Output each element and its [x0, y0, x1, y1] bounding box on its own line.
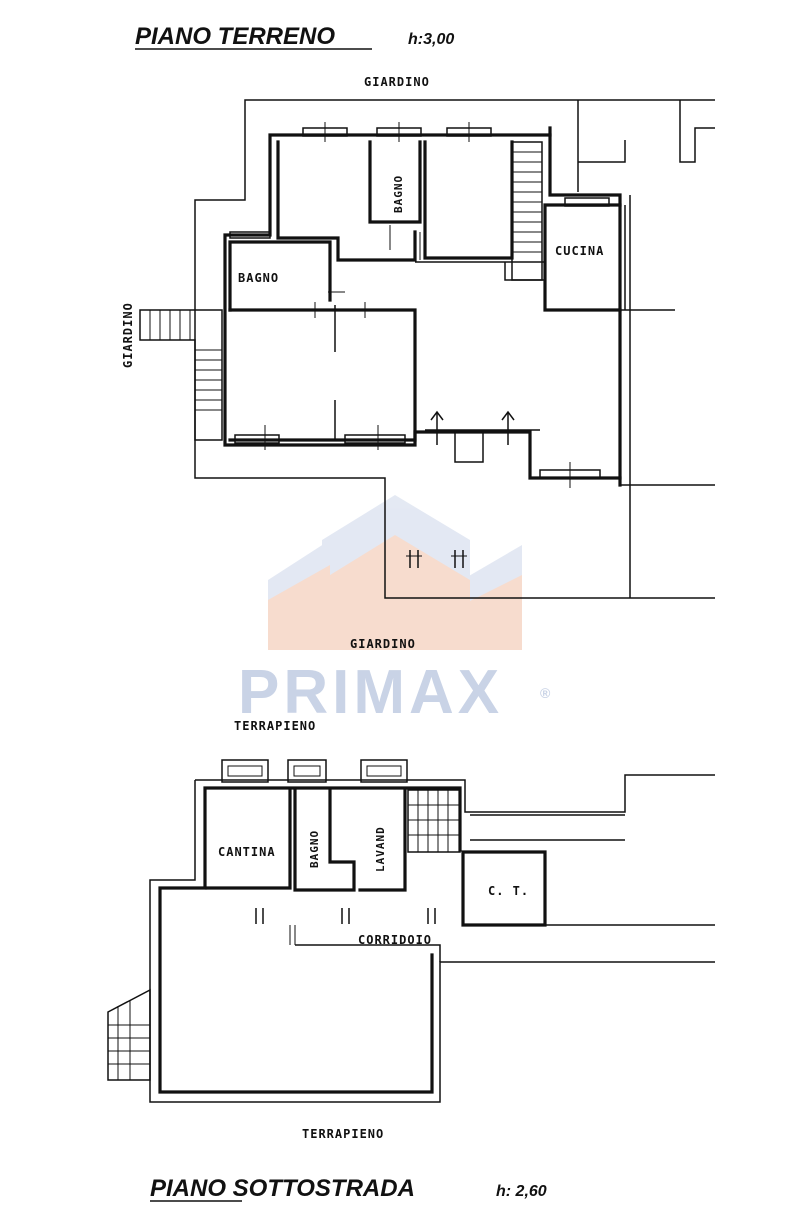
ground-floor-neighbor-walls — [577, 100, 715, 598]
room-bedroom-2 — [423, 140, 514, 260]
ground-floor-stairs-right — [511, 141, 543, 281]
watermark-brand: PRIMAX — [238, 658, 503, 727]
watermark-registered-mark: ® — [540, 685, 554, 701]
ground-floor-plan — [139, 99, 715, 599]
label-laundry: LAVAND — [374, 826, 387, 872]
label-garden-top: GIARDINO — [364, 75, 430, 89]
ground-floor-title: PIANO TERRENO — [135, 23, 335, 50]
ground-floor-stairs-left — [139, 309, 223, 441]
ground-floor-outer-wall — [223, 126, 622, 487]
label-garden-left: GIARDINO — [121, 302, 135, 368]
label-boiler-room: C. T. — [488, 884, 529, 898]
room-bedroom-1 — [276, 140, 422, 262]
label-embankment-bottom: TERRAPIENO — [302, 1127, 384, 1141]
basement-height: h: 2,60 — [496, 1183, 547, 1200]
basement-corridor-walls — [295, 814, 715, 962]
ground-floor-door-marks — [314, 225, 421, 440]
ground-floor-height: h:3,00 — [408, 31, 454, 48]
label-bath-basement: BAGNO — [308, 830, 321, 868]
label-kitchen: CUCINA — [555, 244, 604, 258]
room-laundry — [358, 788, 407, 892]
label-corridor: CORRIDOIO — [358, 933, 432, 947]
basement-stairs-left — [107, 988, 151, 1081]
watermark-house-icon — [268, 495, 522, 650]
room-living — [228, 308, 417, 442]
hall-corridor — [415, 261, 546, 431]
basement-plan — [107, 759, 715, 1103]
basement-door-symbols — [255, 908, 436, 945]
label-garden-bottom: GIARDINO — [350, 637, 416, 651]
ground-floor-right-wall — [548, 133, 622, 480]
basement-stairs-right — [407, 789, 461, 853]
room-bath-1-walls — [228, 240, 332, 312]
ground-floor-entrance-arrows — [430, 410, 515, 463]
ground-floor-plot-boundary — [194, 99, 715, 599]
primax-watermark: PRIMAX ® — [238, 495, 554, 727]
label-bath-ground-1: BAGNO — [392, 175, 405, 213]
basement-title: PIANO SOTTOSTRADA — [150, 1175, 415, 1202]
ground-floor-windows — [229, 122, 610, 488]
label-cellar: CANTINA — [218, 845, 276, 859]
basement-windows — [221, 759, 408, 783]
room-cellar — [205, 788, 292, 890]
garden-door-symbols — [406, 550, 467, 568]
label-bath-ground-2: BAGNO — [238, 271, 279, 285]
label-embankment-top: TERRAPIENO — [234, 719, 316, 733]
room-basement-bath — [293, 788, 356, 892]
